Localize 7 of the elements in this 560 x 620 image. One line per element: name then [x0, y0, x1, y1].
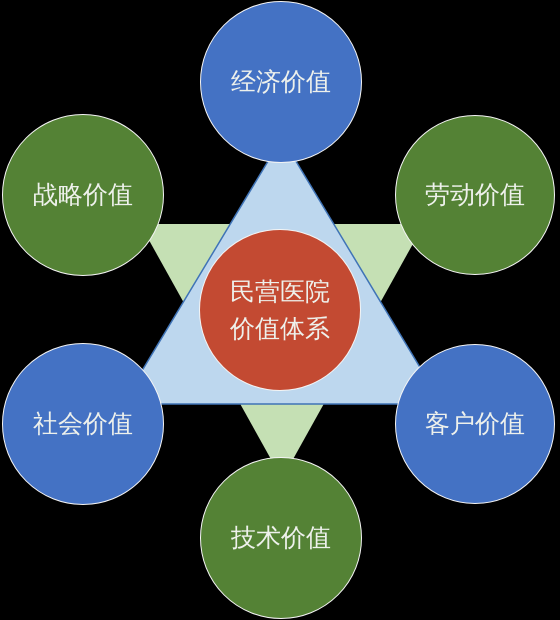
circle-label: 技术价值 [231, 522, 331, 554]
circle-label: 客户价值 [425, 408, 525, 440]
circle-label: 民营医院价值体系 [229, 276, 331, 345]
circle-label: 社会价值 [33, 408, 133, 440]
circle-label: 经济价值 [231, 66, 331, 98]
circle-label: 战略价值 [33, 179, 133, 212]
circle-label: 劳动价值 [425, 179, 525, 212]
